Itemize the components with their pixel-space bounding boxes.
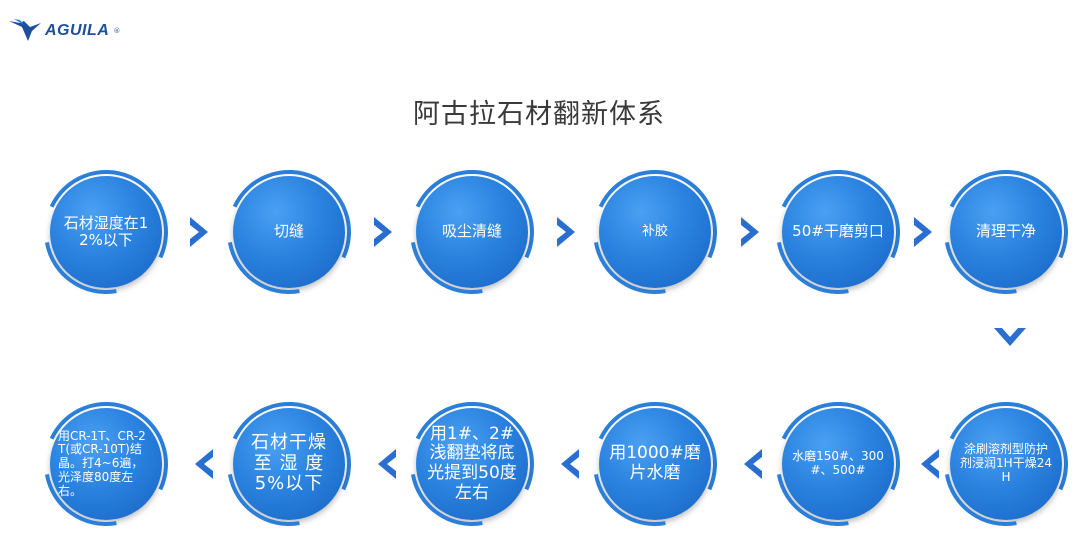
chevron-left-icon (913, 444, 947, 484)
step-node-9: 用1000#磨片水磨 (599, 408, 711, 520)
step-node-5: 50#干磨剪口 (782, 176, 894, 288)
chevron-right-icon (733, 212, 767, 252)
step-label: 水磨150#、300#、500# (792, 449, 884, 477)
chevron-left-icon (370, 444, 404, 484)
registered-mark: ® (113, 27, 121, 35)
eagle-logo-icon (9, 19, 41, 41)
step-node-11: 石材干燥至 湿 度5%以下 (233, 408, 345, 520)
chevron-left-icon (187, 444, 221, 484)
chevron-down-icon (990, 320, 1030, 354)
step-node-2: 切缝 (233, 176, 345, 288)
step-node-8: 水磨150#、300#、500# (782, 408, 894, 520)
step-label: 补胶 (641, 223, 668, 239)
chevron-right-icon (549, 212, 583, 252)
step-node-4: 补胶 (599, 176, 711, 288)
step-label: 石材干燥至 湿 度5%以下 (251, 431, 327, 495)
brand-logo: AGUILA ® (8, 14, 120, 48)
step-node-12: 用CR-1T、CR-2T(或CR-10T)结晶。打4~6遍，光泽度80度左右。 (50, 408, 162, 520)
logo-wordmark: AGUILA (45, 22, 110, 39)
step-label: 切缝 (273, 222, 304, 241)
chevron-right-icon (366, 212, 400, 252)
step-label: 石材湿度在12%以下 (63, 213, 149, 249)
step-node-1: 石材湿度在12%以下 (50, 176, 162, 288)
step-label: 吸尘清缝 (441, 222, 502, 241)
step-label: 用1000#磨片水磨 (609, 443, 701, 483)
step-label: 50#干磨剪口 (792, 222, 884, 241)
step-node-3: 吸尘清缝 (416, 176, 528, 288)
diagram-title: 阿古拉石材翻新体系 (413, 99, 665, 130)
chevron-right-icon (906, 212, 940, 252)
step-node-6: 清理干净 (950, 176, 1062, 288)
step-node-10: 用1#、2#浅翻垫将底光提到50度左右 (416, 408, 528, 520)
step-label: 用CR-1T、CR-2T(或CR-10T)结晶。打4~6遍，光泽度80度左右。 (58, 428, 146, 498)
step-node-7: 涂刷溶剂型防护剂浸润1H干燥24H (950, 408, 1062, 520)
chevron-right-icon (182, 212, 216, 252)
step-label: 涂刷溶剂型防护剂浸润1H干燥24H (960, 442, 1052, 484)
chevron-left-icon (736, 444, 770, 484)
chevron-left-icon (553, 444, 587, 484)
step-label: 清理干净 (975, 222, 1036, 241)
step-label: 用1#、2#浅翻垫将底光提到50度左右 (427, 423, 517, 503)
